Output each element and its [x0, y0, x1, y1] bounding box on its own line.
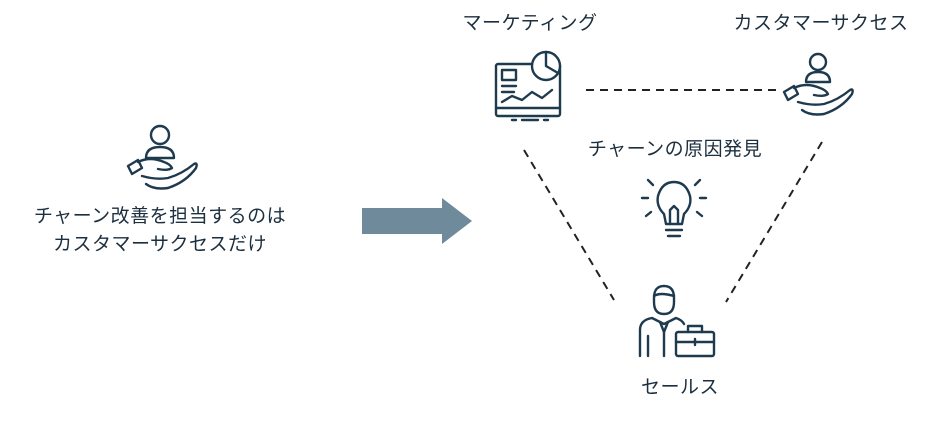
sales-label: セールス [640, 376, 719, 398]
left-text-line1: チャーン改善を担当するのは [33, 205, 287, 227]
left-text-line2: カスタマーサクセスだけ [52, 233, 268, 255]
lightbulb-icon [636, 170, 712, 246]
left-hand-person-icon [120, 122, 200, 200]
churn-cause-label: チャーンの原因発見 [587, 138, 763, 160]
marketing-label: マーケティング [462, 12, 598, 34]
right-arrow-icon [362, 198, 472, 244]
customer-success-label: カスタマーサクセス [733, 12, 909, 34]
analytics-monitor-icon [492, 46, 568, 126]
customer-success-hand-icon [778, 50, 858, 126]
businessman-briefcase-icon [636, 284, 718, 360]
left-text-block: チャーン改善を担当するのは カスタマーサクセスだけ [0, 202, 320, 258]
